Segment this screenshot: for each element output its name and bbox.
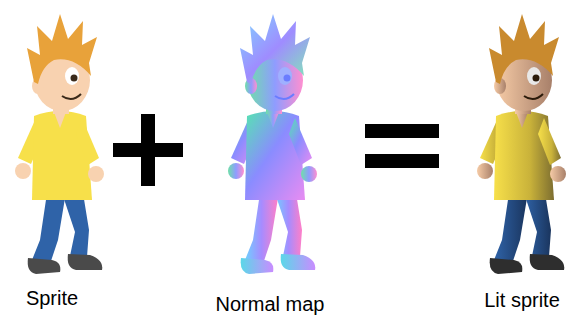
plus-sign — [113, 114, 183, 186]
caption-label: Lit sprite — [484, 288, 560, 312]
lit-sprite-figure — [477, 14, 566, 274]
normal-map-figure — [228, 14, 317, 274]
sprite-figure — [15, 14, 104, 274]
equals-sign — [365, 124, 439, 168]
caption-label: Sprite — [26, 286, 78, 310]
caption-label: Normal map — [216, 292, 325, 316]
